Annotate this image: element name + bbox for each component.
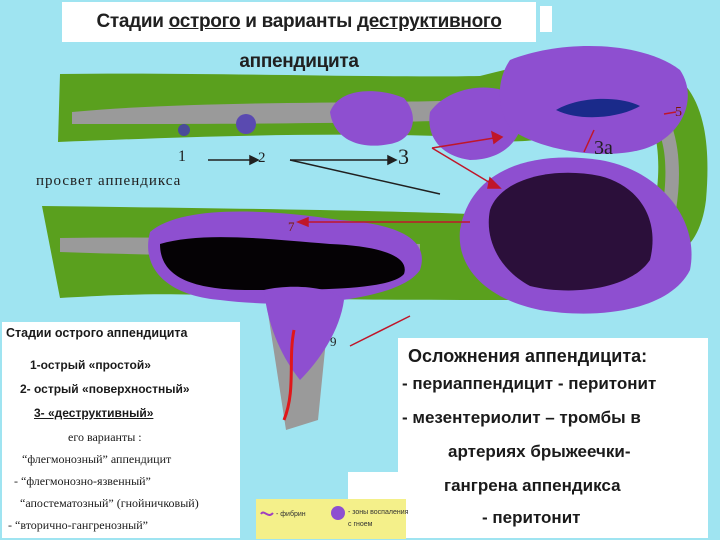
complications-panel: Осложнения аппендицита: - периаппендицит… <box>398 338 708 472</box>
stage-number-1: 1 <box>178 148 186 166</box>
stage-variant-1: “флегмонозный” аппендицит <box>22 452 171 467</box>
stages-title: Стадии острого аппендицита <box>6 326 187 341</box>
complication-line-4: гангрена аппендикса <box>444 476 621 496</box>
legend-inflammation: - зоны воспаления <box>348 509 408 516</box>
stage-number-3: 3 <box>398 144 409 170</box>
stage-variant-4: - “вторично-гангренозный” <box>8 518 148 533</box>
arrow-head <box>388 156 396 164</box>
marker-5: 5 <box>675 105 682 121</box>
lumen-label: просвет аппендикса <box>36 173 181 190</box>
legend-pus: с гноем <box>348 521 372 528</box>
marker-7: 7 <box>288 219 295 235</box>
stage-line-4: его варианты : <box>68 430 142 445</box>
necrotic-zone <box>489 173 653 291</box>
stage-number-2: 2 <box>258 150 266 167</box>
stage-number-3a: 3а <box>594 137 613 160</box>
inflammation-focus <box>236 114 256 134</box>
stage-line-3: 3- «деструктивный» <box>34 406 153 421</box>
stage-line-2: 2- острый «поверхностный» <box>20 382 190 397</box>
stages-panel: Стадии острого аппендицита 1-острый «про… <box>2 322 240 538</box>
legend: - фибрин - зоны воспаления с гноем <box>256 499 406 539</box>
complication-line-3: артериях брыжеечки- <box>448 442 631 462</box>
marker-9: 9 <box>330 334 337 350</box>
complications-heading: Осложнения аппендицита: <box>408 346 647 367</box>
stage-variant-3: “апостематозный” (гнойничковый) <box>20 496 199 511</box>
inflammation-focus <box>178 124 190 136</box>
complication-line-2: - мезентериолит – тромбы в <box>402 408 641 428</box>
arrow-2-3-lower <box>290 160 440 194</box>
stage-variant-2: - “флегмонозно-язвенный” <box>14 474 151 489</box>
complication-line-1: - периаппендицит - перитонит <box>402 374 656 394</box>
complication-line-5: - перитонит <box>482 508 580 528</box>
inflammation-swatch <box>330 505 346 521</box>
stage-line-1: 1-острый «простой» <box>30 358 151 373</box>
fibrin-swatch <box>260 509 274 519</box>
legend-fibrin: - фибрин <box>276 511 306 518</box>
inflamed-zone <box>330 91 413 146</box>
arrow-head <box>250 156 258 164</box>
